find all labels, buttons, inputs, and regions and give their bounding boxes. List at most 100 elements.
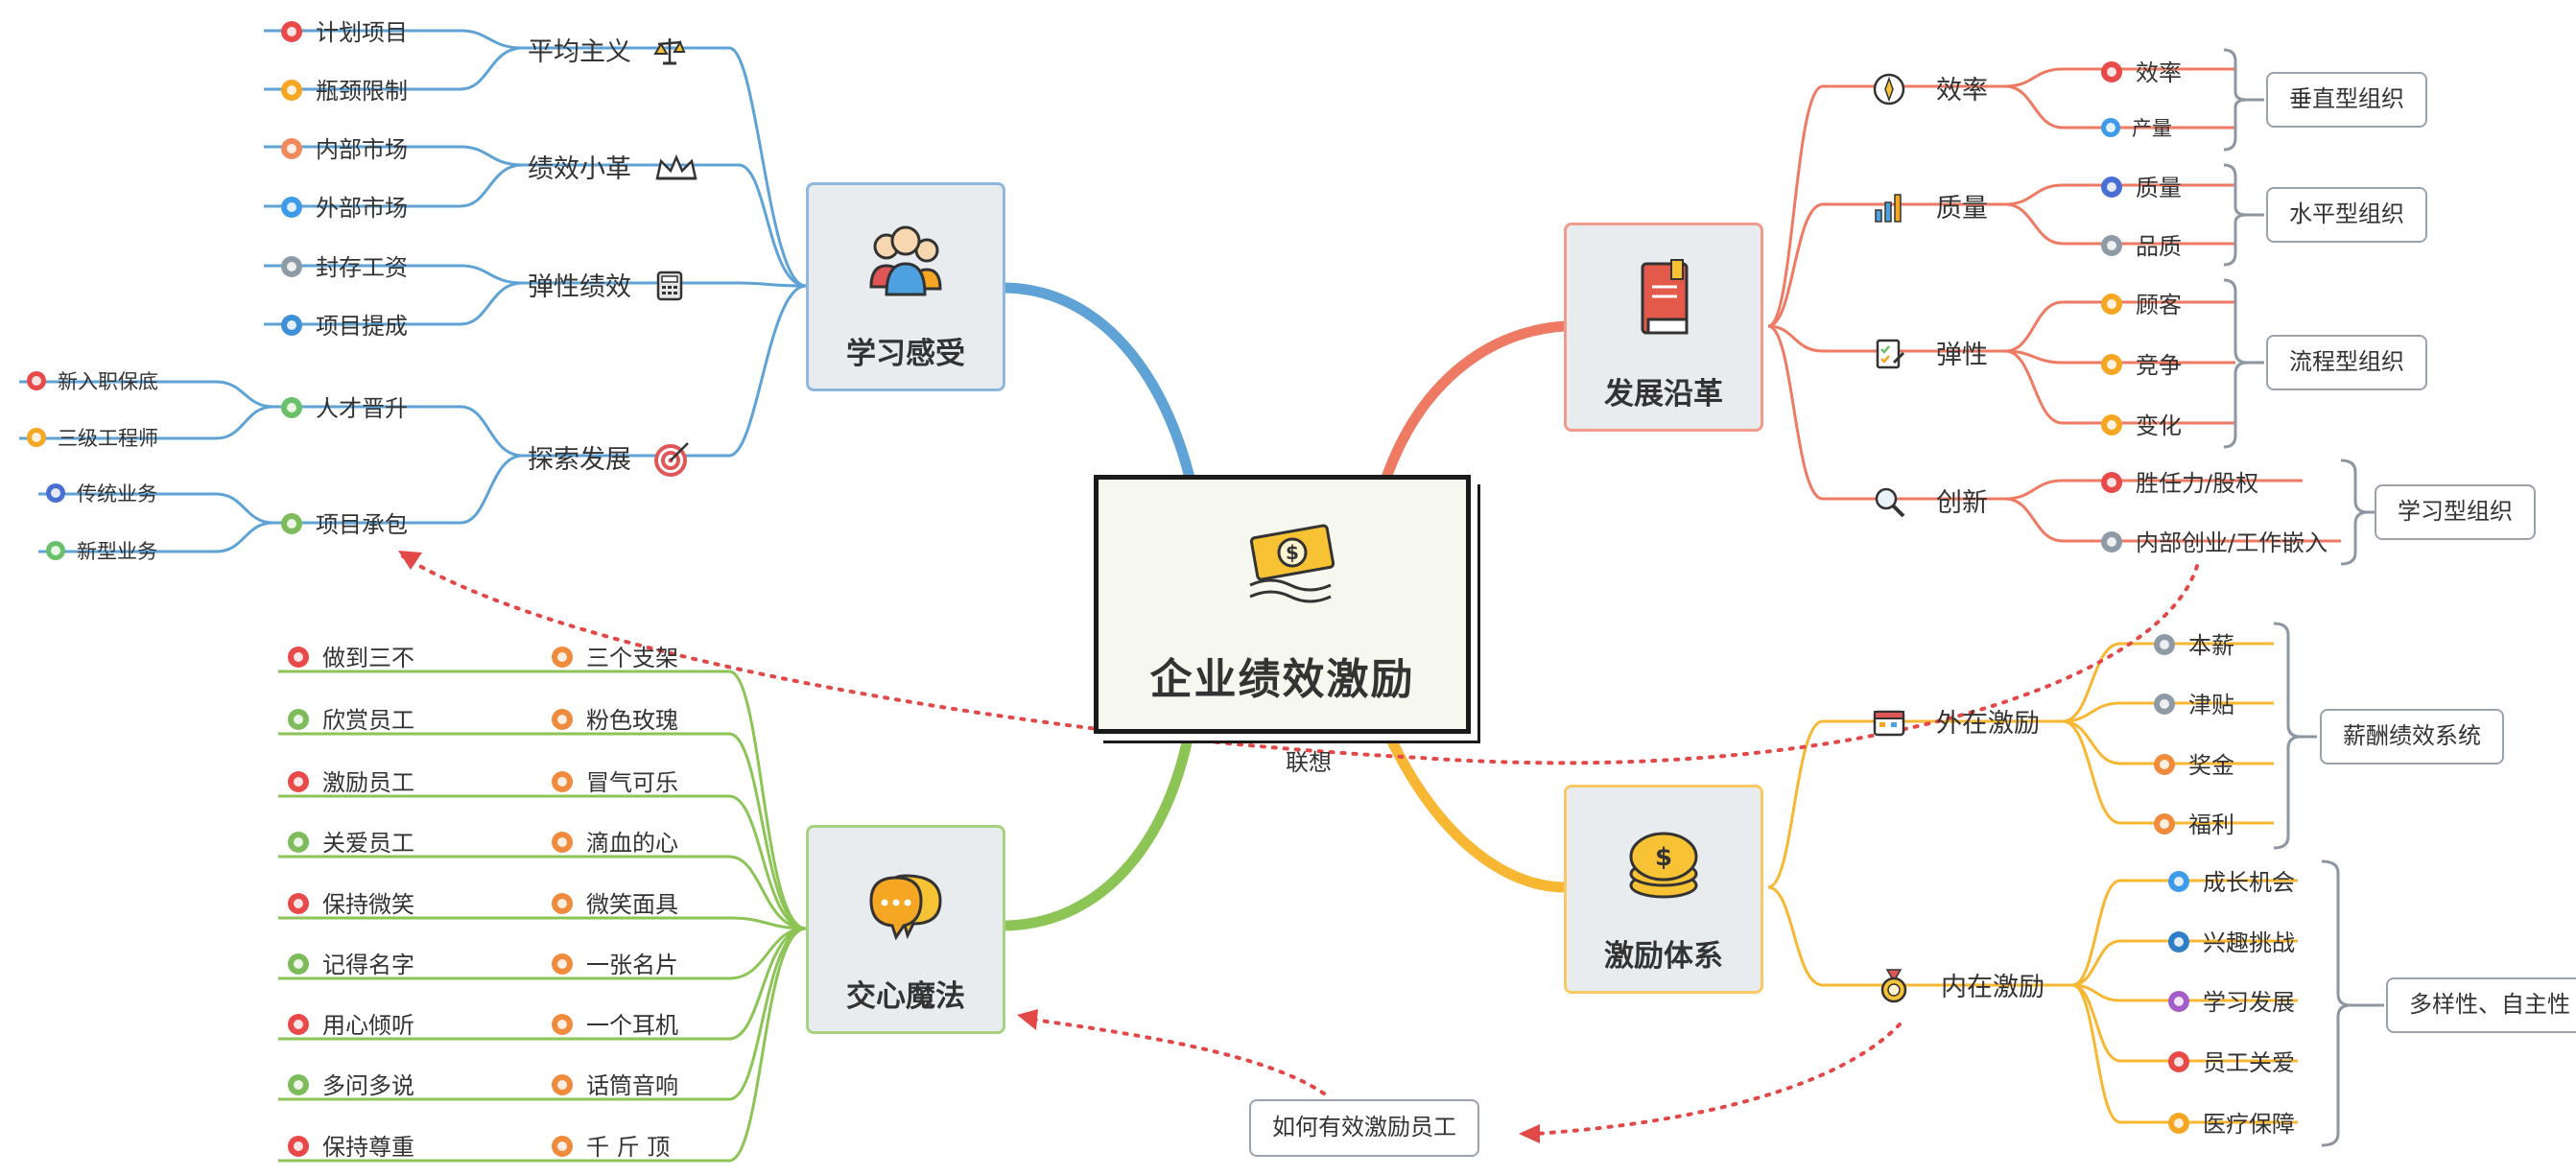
leaf-item[interactable]: 做到三不: [288, 639, 414, 672]
leaf-item[interactable]: 传统业务: [46, 479, 157, 507]
branch-learning[interactable]: 学习感受: [806, 182, 1005, 391]
leaf-item[interactable]: 内部市场: [281, 130, 408, 164]
summary-horizontal-org[interactable]: 水平型组织: [2266, 187, 2427, 243]
subtopic-flexibility[interactable]: 弹性: [1871, 334, 1988, 375]
leaf-item[interactable]: 封存工资: [281, 248, 408, 282]
leaf-item[interactable]: 激励员工: [288, 764, 414, 797]
subtopic-performance-reform[interactable]: 绩效小革: [528, 148, 699, 187]
leaf-item[interactable]: 项目承包: [281, 506, 408, 539]
magnifier-icon: [1875, 487, 1905, 517]
leaf-item[interactable]: 保持尊重: [288, 1128, 414, 1162]
leaf-item[interactable]: 用心倾听: [288, 1006, 414, 1040]
leaf-item[interactable]: 本薪: [2154, 626, 2234, 660]
flag-icon: [288, 771, 309, 792]
leaf-item[interactable]: 胜任力/股权: [2101, 464, 2258, 498]
leaf-item[interactable]: 品质: [2101, 227, 2182, 261]
leaf-item[interactable]: 欣赏员工: [288, 701, 414, 735]
leaf-item[interactable]: 外部市场: [281, 189, 408, 223]
arrow-left-icon: [552, 1014, 573, 1035]
relationship-arrowheads: [398, 551, 1540, 1143]
leaf-item[interactable]: 兴趣挑战: [2168, 924, 2295, 957]
leaf-item[interactable]: 项目提成: [281, 307, 408, 341]
leaf-item[interactable]: 微笑面具: [552, 885, 678, 919]
subtopic-flexible-performance[interactable]: 弹性绩效: [528, 266, 686, 305]
leaf-item[interactable]: 学习发展: [2168, 983, 2295, 1017]
leaf-item[interactable]: 一张名片: [552, 946, 678, 979]
people-icon: [869, 225, 942, 296]
main-branch-orange: [1381, 726, 1567, 893]
question-box[interactable]: 如何有效激励员工: [1249, 1099, 1479, 1157]
leaf-item[interactable]: 瓶颈限制: [281, 72, 408, 106]
subtopic-exploration[interactable]: 探索发展: [528, 438, 692, 481]
summary-diversity-autonomy[interactable]: 多样性、自主性: [2386, 977, 2576, 1033]
subtopic-quality[interactable]: 质量: [1871, 187, 1988, 228]
leaf-item[interactable]: 医疗保障: [2168, 1105, 2295, 1139]
leaf-item[interactable]: 滴血的心: [552, 824, 678, 858]
leaf-item[interactable]: 记得名字: [288, 946, 414, 979]
leaf-item[interactable]: 一个耳机: [552, 1006, 678, 1040]
plus-icon: [46, 541, 65, 560]
minus-icon: [281, 256, 302, 277]
subtopic-innovation[interactable]: 创新: [1871, 482, 1988, 523]
compass-icon: [1873, 73, 1905, 105]
subtopic-intrinsic[interactable]: 内在激励: [1876, 966, 2044, 1007]
leaf-item[interactable]: 人才晋升: [281, 389, 408, 423]
leaf-item[interactable]: 话筒音响: [552, 1067, 678, 1100]
central-topic[interactable]: $ 企业绩效激励: [1094, 475, 1471, 734]
leaf-item[interactable]: 变化: [2101, 407, 2182, 440]
leaf-item[interactable]: 粉色玫瑰: [552, 701, 678, 735]
check-icon: [2101, 235, 2122, 256]
clipboard-icon: [1876, 339, 1905, 368]
pie-progress-icon: [281, 513, 302, 534]
subtopic-label: 绩效小革: [528, 154, 631, 184]
leaf-item[interactable]: 顾客: [2101, 286, 2182, 319]
star-icon: [2168, 991, 2189, 1012]
leaf-item[interactable]: 成长机会: [2168, 863, 2295, 897]
leaf-item[interactable]: 三个支架: [552, 639, 678, 672]
medal-icon: [2101, 176, 2122, 198]
leaf-item[interactable]: 计划项目: [281, 13, 408, 47]
arrow-up-icon: [2101, 354, 2122, 375]
main-branch-green: [1002, 727, 1195, 931]
leaf-item[interactable]: 多问多说: [288, 1067, 414, 1100]
subtopic-egalitarianism[interactable]: 平均主义: [528, 31, 686, 70]
medal-icon: [1880, 968, 1907, 1002]
summary-learning-org[interactable]: 学习型组织: [2375, 484, 2536, 540]
leaf-item[interactable]: 效率: [2101, 54, 2182, 87]
exclamation-icon: [2154, 813, 2175, 835]
leaf-item[interactable]: 新型业务: [46, 536, 157, 565]
summary-brackets: [2223, 48, 2384, 1147]
leaf-item[interactable]: 员工关爱: [2168, 1044, 2295, 1077]
leaf-item[interactable]: 内部创业/工作嵌入: [2101, 524, 2328, 557]
branch-development[interactable]: 发展沿革: [1564, 223, 1763, 432]
crown-icon: [655, 153, 697, 179]
summary-compensation-system[interactable]: 薪酬绩效系统: [2320, 709, 2504, 764]
leaf-item[interactable]: 保持微笑: [288, 885, 414, 919]
main-branch-blue: [1002, 282, 1195, 480]
summary-vertical-org[interactable]: 垂直型组织: [2266, 72, 2427, 128]
subtopic-efficiency[interactable]: 效率: [1871, 69, 1988, 110]
thumbs-up-icon: [2101, 472, 2122, 493]
hourglass-icon: [2101, 61, 2122, 82]
branch-incentive[interactable]: $ 激励体系: [1564, 785, 1763, 994]
leaf-item[interactable]: 津贴: [2154, 686, 2234, 719]
leaf-item[interactable]: 竞争: [2101, 346, 2182, 380]
relationship-label: 联想: [1286, 749, 1332, 776]
progress-icon: [281, 315, 302, 336]
leaf-item[interactable]: 三级工程师: [27, 423, 158, 452]
branch-heart[interactable]: 交心魔法: [806, 825, 1005, 1034]
smile-icon: [2101, 294, 2122, 315]
leaf-item[interactable]: 新入职保底: [27, 366, 158, 395]
leaf-item[interactable]: 奖金: [2154, 746, 2234, 780]
subtopic-extrinsic[interactable]: 外在激励: [1871, 702, 2040, 743]
leaf-item[interactable]: 质量: [2101, 169, 2182, 202]
summary-process-org[interactable]: 流程型组织: [2266, 335, 2427, 390]
leaf-item[interactable]: 冒气可乐: [552, 764, 678, 797]
leaf-item[interactable]: 产量: [2101, 113, 2172, 142]
branch-title: 激励体系: [1604, 939, 1723, 974]
leaf-item[interactable]: 千 斤 顶: [552, 1128, 670, 1162]
number-two-icon: [281, 80, 302, 101]
leaf-item[interactable]: 关爱员工: [288, 824, 414, 858]
leaf-item[interactable]: 福利: [2154, 806, 2234, 839]
flag-icon: [288, 1014, 309, 1035]
